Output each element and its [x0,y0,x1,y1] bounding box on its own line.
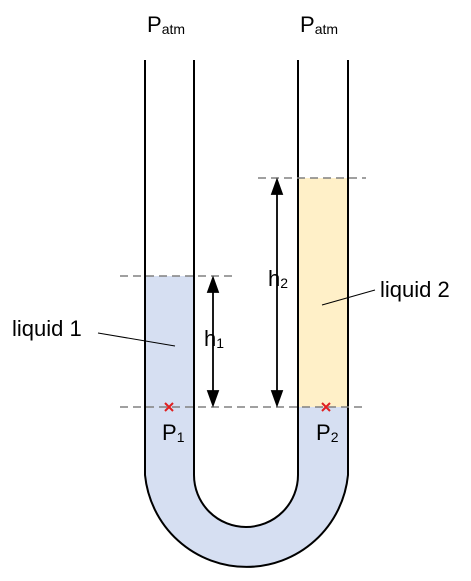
h2-arrow [270,177,284,408]
liquid-2-label: liquid 2 [380,277,450,302]
liquid-1-leader-line [97,332,176,347]
u-tube-walls [144,60,349,568]
h1-arrow [206,275,220,408]
u-tube-inner-wall [193,60,299,528]
atmospheric-pressure-left-label: Patm [147,12,185,37]
h2-label: h2 [268,266,288,291]
u-tube-outer-wall [144,60,349,568]
liquid-2-fill [298,178,348,407]
p1-label: P1 [162,420,185,445]
h1-label: h1 [204,326,224,351]
p2-label: P2 [316,420,339,445]
liquid-1-fill [145,276,348,567]
atmospheric-pressure-right-label: Patm [300,12,338,37]
liquid-2-leader-line [321,289,376,306]
liquid-1-label: liquid 1 [12,316,82,341]
p2-point-marker [321,402,331,412]
p1-point-marker [164,402,174,412]
